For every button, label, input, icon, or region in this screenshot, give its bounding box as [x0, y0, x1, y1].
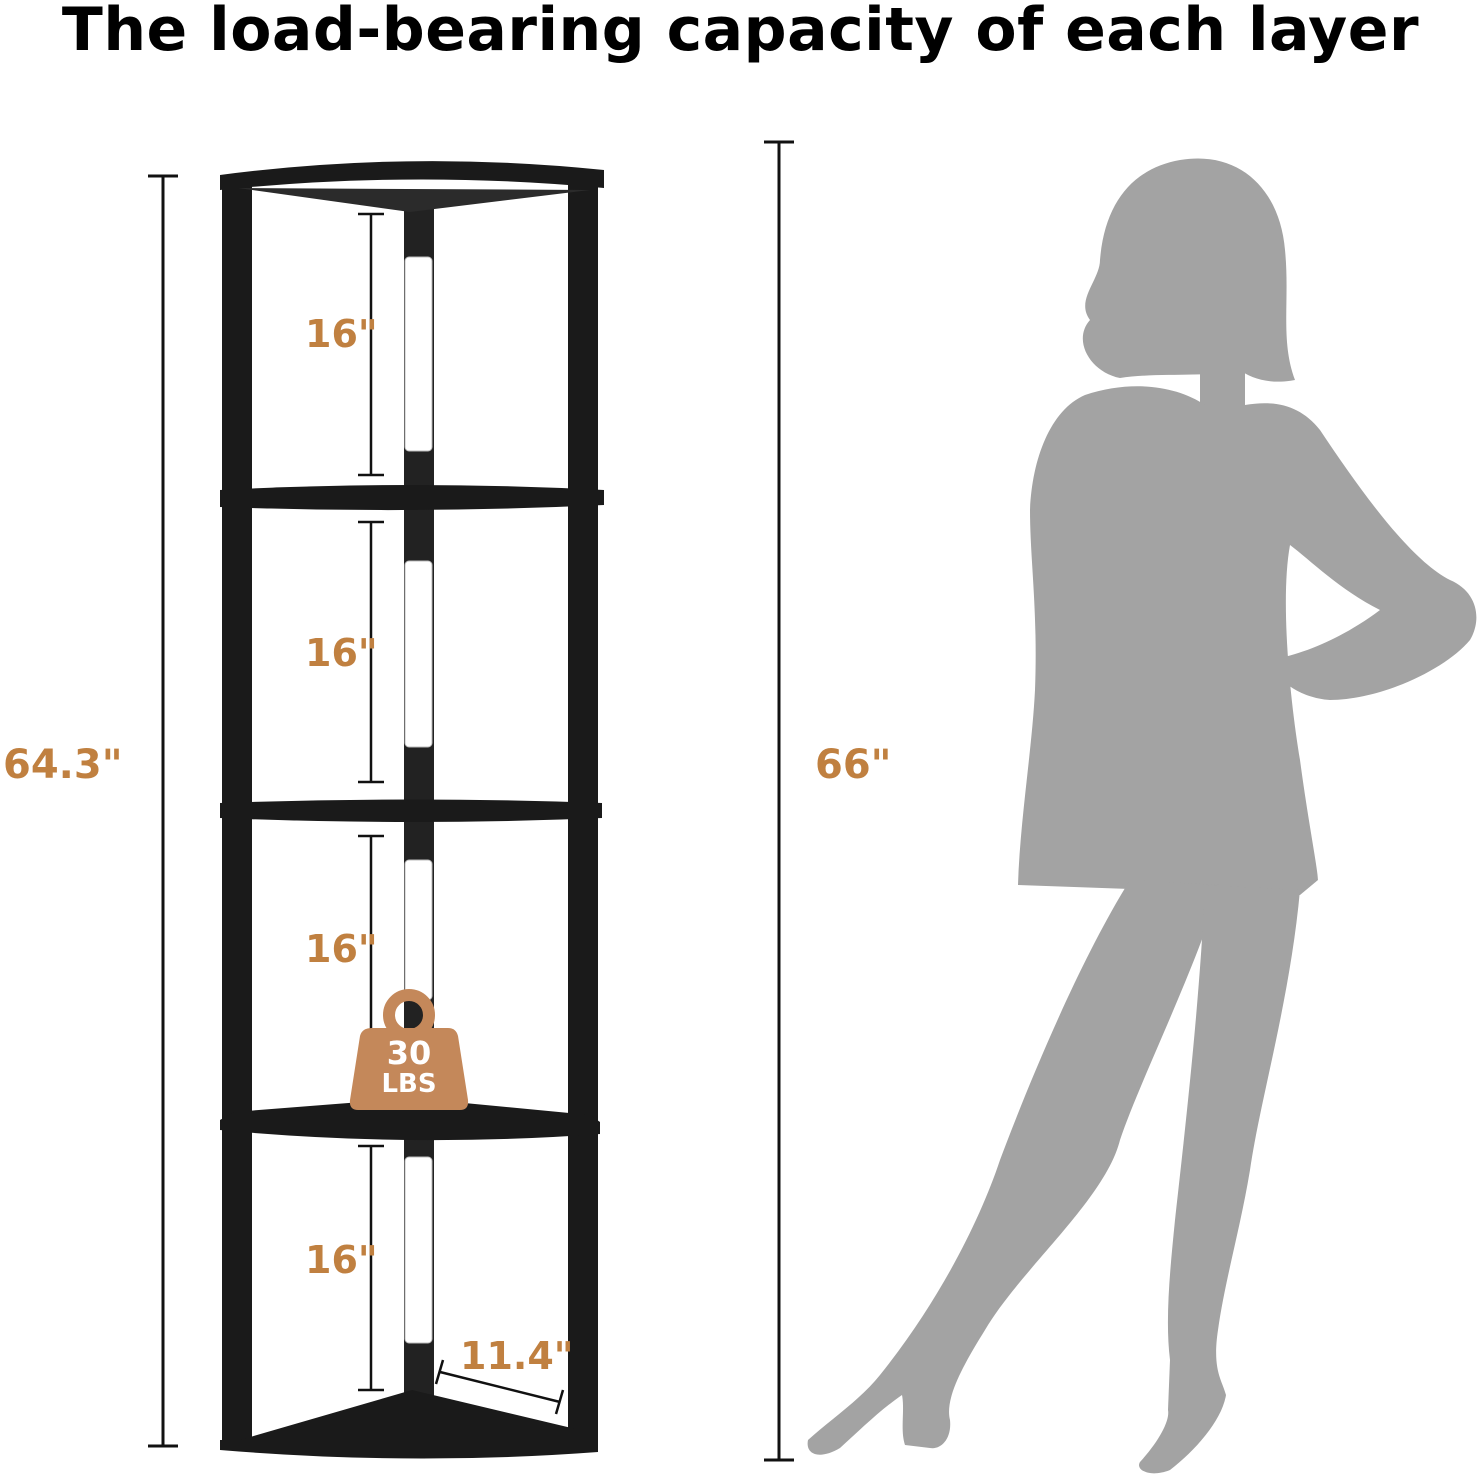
- shelf-total-height-label: 64.3": [3, 742, 123, 788]
- depth-dimension-line: [434, 1359, 565, 1415]
- weight-icon: [349, 989, 469, 1110]
- person-height-dimension-line: [764, 140, 794, 1462]
- person-height-label: 66": [815, 742, 892, 788]
- page-title: The load-bearing capacity of each layer: [61, 0, 1420, 65]
- corner-shelf-unit: [220, 161, 604, 1459]
- person-silhouette: [807, 158, 1477, 1474]
- shelf-height-dimension-line: [148, 174, 178, 1448]
- layer-1-height-label: 16": [305, 312, 378, 356]
- layer-3-height-label: 16": [305, 927, 378, 971]
- load-weight-unit: LBS: [381, 1069, 437, 1099]
- layer-height-dimension-lines: [358, 212, 384, 1392]
- layer-4-height-label: 16": [305, 1238, 378, 1282]
- load-weight-value: 30: [386, 1034, 432, 1072]
- layer-2-height-label: 16": [305, 631, 378, 675]
- shelf-depth-label: 11.4": [460, 1334, 574, 1378]
